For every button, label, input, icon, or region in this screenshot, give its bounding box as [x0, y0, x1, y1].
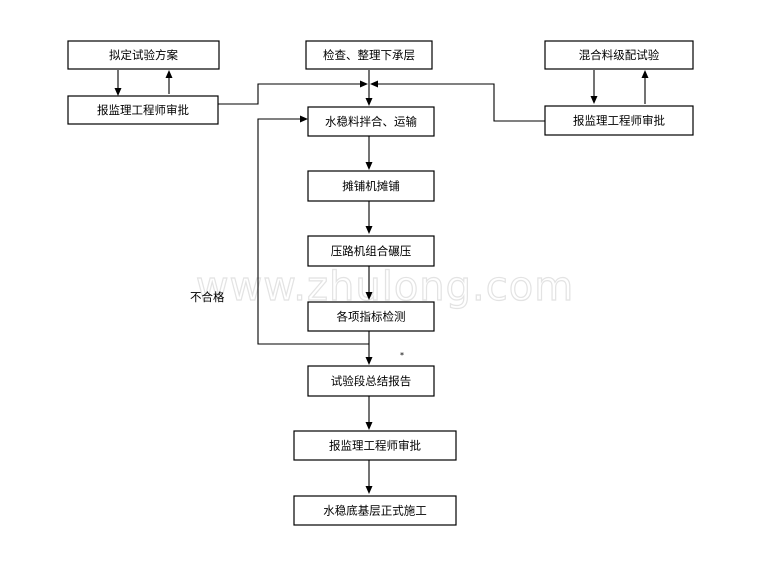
- svg-text:试验段总结报告: 试验段总结报告: [331, 374, 412, 388]
- svg-text:报监理工程师审批: 报监理工程师审批: [329, 439, 421, 453]
- node-draft-plan: 拟定试验方案: [67, 40, 220, 70]
- svg-text:水稳料拌合、运输: 水稳料拌合、运输: [325, 115, 417, 129]
- svg-text:混合料级配试验: 混合料级配试验: [579, 48, 660, 62]
- node-roller-compaction: 压路机组合碾压: [307, 235, 435, 267]
- connector-right-approval-to-main: [378, 83, 545, 122]
- node-formal-construction: 水稳底基层正式施工: [293, 495, 457, 526]
- arrowhead: [370, 80, 378, 88]
- svg-text:水稳底基层正式施工: 水稳底基层正式施工: [323, 504, 427, 518]
- fail-label: 不合格: [190, 290, 225, 304]
- connector-fail-loop: [257, 118, 369, 345]
- arrowhead: [360, 80, 368, 88]
- arrowhead: [590, 96, 598, 104]
- connectors: [114, 70, 649, 494]
- arrowhead: [300, 115, 308, 123]
- svg-text:各项指标检测: 各项指标检测: [337, 310, 406, 324]
- svg-text:检查、整理下承层: 检查、整理下承层: [323, 48, 415, 62]
- node-trial-report: 试验段总结报告: [307, 365, 435, 397]
- node-supervisor-approval-right: 报监理工程师审批: [544, 105, 694, 136]
- svg-text:摊铺机摊铺: 摊铺机摊铺: [342, 179, 400, 193]
- arrowhead: [365, 486, 373, 494]
- arrowhead: [365, 422, 373, 430]
- node-indicator-check: 各项指标检测: [307, 301, 435, 332]
- arrowhead: [365, 162, 373, 170]
- arrowhead: [641, 70, 649, 78]
- node-inspect-base: 检查、整理下承层: [305, 40, 433, 70]
- stray-mark: *: [400, 351, 404, 360]
- node-supervisor-approval-final: 报监理工程师审批: [293, 430, 457, 461]
- svg-text:报监理工程师审批: 报监理工程师审批: [573, 114, 665, 128]
- arrowhead: [365, 357, 373, 365]
- svg-text:报监理工程师审批: 报监理工程师审批: [97, 103, 189, 117]
- arrowhead: [365, 292, 373, 300]
- node-mix-transport: 水稳料拌合、运输: [307, 106, 435, 137]
- node-supervisor-approval-left: 报监理工程师审批: [67, 95, 219, 125]
- arrowhead: [365, 98, 373, 106]
- svg-text:拟定试验方案: 拟定试验方案: [109, 48, 178, 62]
- node-mix-gradation-test: 混合料级配试验: [544, 40, 694, 70]
- arrowhead: [165, 70, 173, 78]
- svg-text:压路机组合碾压: 压路机组合碾压: [331, 244, 412, 258]
- arrowhead: [365, 226, 373, 234]
- arrowhead: [114, 88, 122, 96]
- connector-left-approval-to-main: [218, 83, 360, 105]
- node-paver-paving: 摊铺机摊铺: [307, 170, 435, 202]
